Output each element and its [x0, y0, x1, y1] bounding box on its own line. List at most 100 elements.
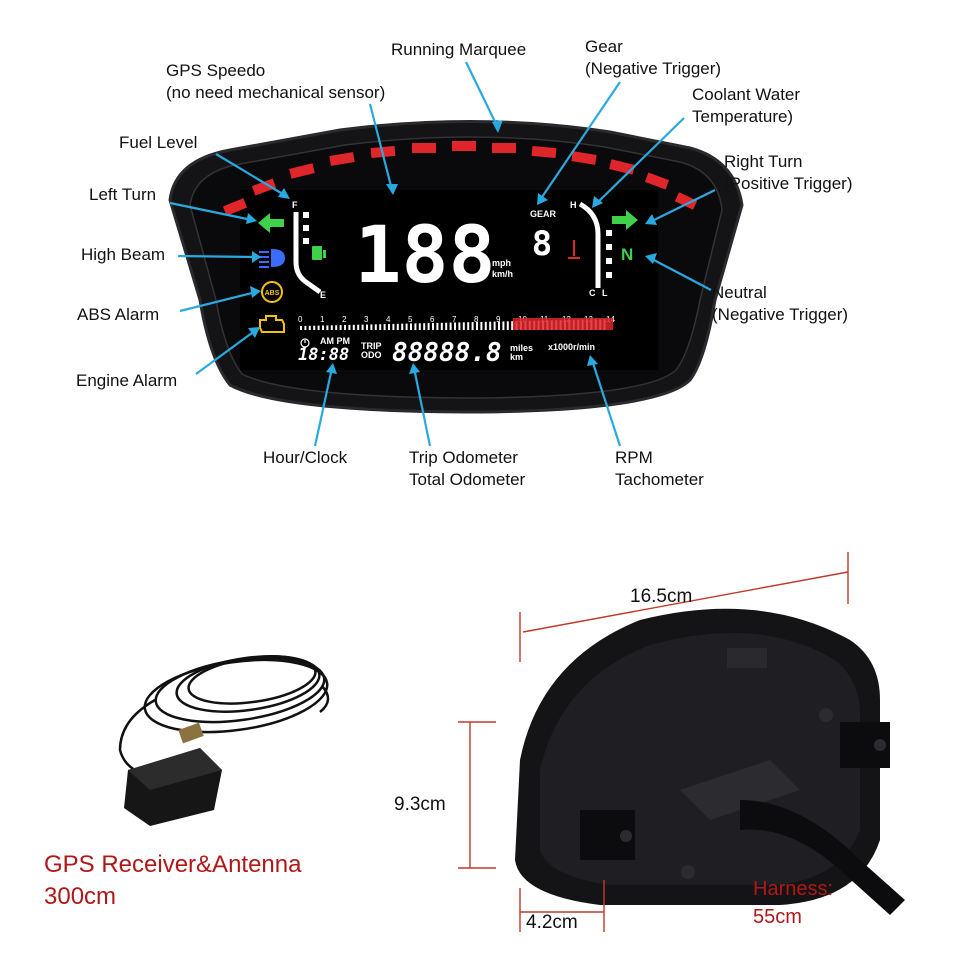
gear-value: 8 [532, 224, 552, 264]
rpm-tick-bar [388, 324, 390, 330]
clock-icon [300, 338, 310, 348]
rpm-tick-label: 5 [408, 315, 413, 324]
callout-coolant: Coolant Water [692, 85, 801, 104]
harness-caption: Harness: [753, 878, 834, 900]
temp-l-label: L [602, 288, 608, 298]
temp-cold-label: C [589, 288, 596, 298]
callout-rpm: RPM [615, 448, 653, 467]
rpm-tick-bar [322, 325, 324, 330]
rpm-tick-bar [352, 324, 355, 330]
fuel-full-label: F [292, 200, 298, 210]
callout-fuel-level: Fuel Level [119, 133, 198, 152]
rpm-tick-bar [480, 321, 483, 330]
odo-unit-km: km [510, 352, 523, 362]
rpm-tick-bar [361, 324, 364, 330]
rpm-tick-bar [462, 322, 465, 330]
engine-alarm-icon [259, 315, 285, 333]
rpm-tick-bar [427, 323, 430, 330]
rpm-tick-bar [308, 325, 311, 330]
running-marquee [222, 141, 698, 216]
rpm-tick-bar [335, 325, 338, 330]
rpm-tick-bar [405, 323, 408, 330]
callout-high-beam: High Beam [81, 245, 166, 264]
high-beam-icon [259, 248, 286, 268]
rpm-tick-label: 1 [320, 315, 325, 324]
callout-coolant-note: Temperature) [692, 107, 794, 126]
lcd-screen [240, 190, 658, 370]
rpm-tick-bar [484, 321, 487, 330]
gps-cable-length: 300cm [44, 883, 117, 910]
tach-redline-band [513, 318, 613, 330]
rpm-tick-bar [423, 323, 426, 330]
rpm-tick-label: 9 [496, 315, 501, 324]
rpm-tick-label: 6 [430, 315, 435, 324]
rpm-tick-bar [396, 323, 399, 330]
height-dimension: 9.3cm [394, 794, 446, 815]
rpm-tick-bar [304, 325, 307, 330]
left-turn-icon [258, 213, 284, 233]
rpm-tick-bar [357, 324, 360, 330]
callout-total-odometer: Total Odometer [409, 470, 526, 489]
gps-antenna-illustration [118, 655, 330, 826]
gps-receiver-caption: GPS Receiver&Antenna [44, 851, 302, 878]
odo-label: ODO [361, 350, 382, 360]
rpm-tick-bar [506, 321, 509, 330]
rpm-tick-bar [313, 325, 316, 330]
callout-tachometer: Tachometer [615, 470, 704, 489]
callout-right-turn-note: (Positive Trigger) [724, 174, 853, 193]
rpm-tick-bar [467, 322, 470, 330]
trip-label: TRIP [361, 341, 382, 351]
callout-gps-speedo: GPS Speedo [166, 61, 266, 80]
callout-trip-odometer: Trip Odometer [409, 448, 518, 467]
rpm-tick-label: 8 [474, 315, 479, 324]
width-dimension: 16.5cm [630, 586, 693, 607]
rpm-unit-label: x1000r/min [548, 342, 595, 352]
rpm-tick-label: 3 [364, 315, 369, 324]
rpm-tick-label: 2 [342, 315, 347, 324]
rpm-tick-bar [511, 321, 514, 330]
fuel-gauge [293, 212, 322, 295]
rpm-tick-bar [317, 325, 320, 330]
callout-neutral: Neutral [712, 283, 767, 302]
rpm-tick-bar [401, 323, 404, 330]
rpm-tick-bar [498, 321, 500, 330]
rpm-tick-bar [476, 322, 478, 330]
rpm-tick-label: 0 [298, 315, 303, 324]
dimension-lines [458, 552, 849, 932]
rpm-tick-bar [374, 324, 377, 330]
neutral-indicator: N [621, 245, 633, 264]
rpm-tick-bar [458, 322, 461, 330]
rpm-tick-label: 4 [386, 315, 391, 324]
harness-length: 55cm [753, 906, 802, 928]
rpm-tick-bar [414, 323, 417, 330]
rpm-tick-bar [502, 321, 505, 330]
rpm-tick-bar [410, 323, 412, 330]
rpm-tick-bar [300, 326, 302, 330]
rpm-tick-bar [445, 322, 448, 330]
rpm-tick-bar [379, 324, 382, 330]
speed-unit-mph: mph [492, 258, 511, 268]
fuel-pump-icon [312, 246, 326, 260]
rpm-tick-bar [471, 322, 474, 330]
odometer-readout: 88888.8 [392, 338, 502, 368]
rpm-tick-bar [436, 322, 439, 330]
fuel-gauge-ticks [303, 212, 309, 244]
am-pm-label: AM PM [320, 336, 350, 346]
speed-unit-kmh: km/h [492, 269, 513, 279]
clock-readout: 18:88 [298, 345, 349, 365]
abs-alarm-icon: ABS [261, 281, 283, 303]
depth-dimension: 4.2cm [526, 912, 578, 933]
rpm-tick-bar [432, 323, 434, 330]
rpm-tick-bar [493, 321, 496, 330]
rpm-tick-bar [344, 325, 346, 330]
rpm-tick-bar [370, 324, 373, 330]
callout-left-turn: Left Turn [89, 185, 157, 204]
rpm-tick-bar [326, 325, 329, 330]
rpm-tick-bar [383, 324, 386, 330]
callout-running-marquee: Running Marquee [391, 40, 527, 59]
rpm-tick-bar [489, 321, 492, 330]
rpm-tick-bar [449, 322, 452, 330]
callout-engine-alarm: Engine Alarm [76, 371, 178, 390]
rpm-tick-label: 7 [452, 315, 457, 324]
